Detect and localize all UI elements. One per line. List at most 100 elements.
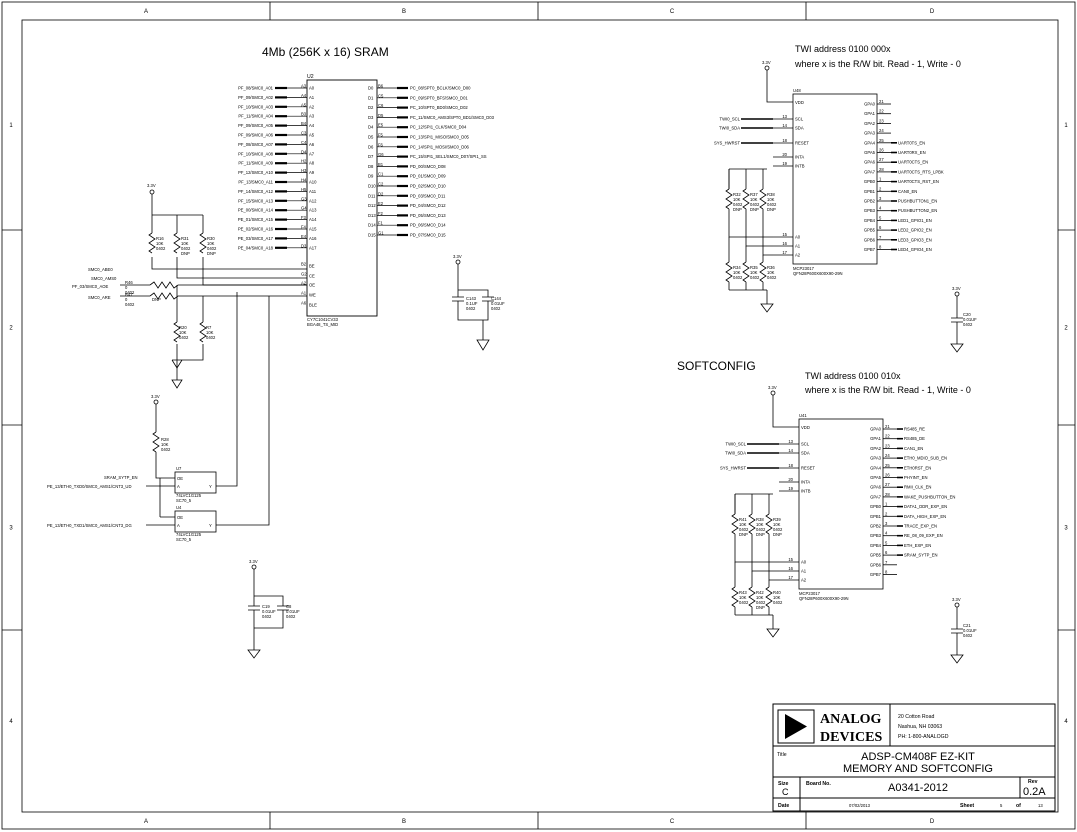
twi2-left-pin-num: 14	[788, 448, 793, 453]
twi1-right-pin-num: 22	[879, 109, 884, 114]
twi2-right-pin-num: 24	[885, 453, 890, 458]
address-line2: Nashua, NH 03063	[898, 724, 942, 730]
sram-addr-net: PF_11/SMC0_A09	[238, 161, 273, 166]
twi2-right-pin-name: GPB6	[870, 562, 882, 567]
sram-addr-ball: B3	[301, 112, 307, 117]
twi1-right-pin-name: GPA0	[864, 102, 876, 107]
u4-pkg: SC70_5	[176, 537, 192, 542]
twi2-left-pin-num: 15	[788, 557, 793, 562]
board-label: Board No.	[806, 781, 831, 787]
net-pf03-aoe: PF_03/SMC0_AOE	[72, 284, 109, 289]
twi1-pullup-note: DNP	[733, 207, 742, 212]
twi2-section: TWI address 0100 010x where x is the R/W…	[720, 371, 977, 664]
twi2-pulldown-ref: R40	[773, 590, 781, 595]
twi1-left-pin-name: A2	[795, 253, 801, 258]
r7-val: 10K	[206, 330, 214, 335]
sram-data-net: PD_01/SMC0_D09	[410, 174, 446, 179]
sram-addr-ball: G3	[301, 196, 307, 201]
twi2-right-net: DATA1_DDR_EXP_EN	[904, 504, 947, 509]
u7-ref: U7	[176, 466, 182, 471]
twi2-right-pin-name: GPA7	[870, 494, 882, 499]
r7-ref: R7	[206, 325, 212, 330]
of-label: of	[1016, 803, 1021, 809]
twi2-pullup-ref: R39	[773, 517, 781, 522]
net-smc0-abe0: SMC0_ABE0	[88, 267, 113, 272]
sram-addr-net: PF_09/SMC0_A02	[238, 95, 274, 100]
twi1-right-pin-name: GPA4	[864, 140, 876, 145]
twi2-pullup-note: DNP	[756, 532, 765, 537]
twi2-left-pin-num: 16	[788, 566, 793, 571]
twi1-right-pin-name: GPB3	[864, 208, 876, 213]
net-smc0-ams0: SMC0_AMS0	[91, 276, 117, 281]
board-value: A0341-2012	[888, 782, 948, 794]
sram-addr-ball: D4	[301, 149, 307, 154]
twi2-right-pin-num: 23	[885, 443, 890, 448]
twi1-right-net: LED4_GPIO4_EN	[898, 247, 932, 252]
twi1-pullup-pkg: 0402	[767, 202, 777, 207]
twi1-right-pin-name: GPA3	[864, 131, 876, 136]
twi1-right-pin-name: GPB7	[864, 247, 876, 252]
sram-data-pin-name: D8	[368, 164, 374, 169]
twi1-right-net: CAN0_EN	[898, 189, 917, 194]
u7-a-pin: A	[177, 484, 180, 489]
twi1-pulldown-val: 10K	[733, 270, 741, 275]
twi2-right-pin-name: GPA2	[870, 446, 882, 451]
twi1-pullup-ref: R38	[767, 192, 775, 197]
twi1-left-pin-name: INTB	[795, 164, 805, 169]
logo-devices: DEVICES	[820, 730, 882, 745]
twi1-title: TWI address 0100 000x	[795, 44, 891, 54]
twi2-right-net: CAN1_EN	[904, 446, 923, 451]
twi1-right-pin-num: 4	[879, 206, 882, 211]
sram-data-net: PD_05/SMC0_D13	[410, 213, 446, 218]
twi2-right-pin-name: GPB3	[870, 533, 882, 538]
twi1-left-pin-num: 14	[782, 123, 787, 128]
twi1-pullup-pkg: 0402	[750, 202, 760, 207]
twi1-right-pin-num: 26	[879, 148, 884, 153]
title-label: Title	[777, 752, 787, 758]
twi1-section: TWI address 0100 000x where x is the R/W…	[714, 44, 977, 353]
r31-pkg: 0402	[181, 246, 191, 251]
r47-ref: R47	[125, 292, 133, 297]
sram-ctrl-pin-name: OE	[309, 283, 315, 288]
twi2-right-pin-name: GPA0	[870, 427, 882, 432]
twi2-pullup-pkg: 0402	[756, 527, 766, 532]
twi1-left-pin-num: 20	[782, 152, 787, 157]
buffer-cap-supply: 3.3V	[249, 559, 258, 564]
sram-addr-pin-name: A13	[309, 208, 317, 213]
twi1-right-net: UART0CTS_EN	[898, 160, 928, 165]
u4-buffer	[174, 510, 217, 533]
u4-part: 74LVC1G125	[176, 532, 202, 537]
r30-note: DNP	[207, 251, 216, 256]
twi2-left-pin-num: 19	[788, 486, 793, 491]
twi1-left-pin-name: SCL	[795, 117, 804, 122]
twi2-left-pin-num: 13	[788, 439, 793, 444]
twi1-right-pin-name: GPA1	[864, 111, 876, 116]
sram-data-pin-name: D7	[368, 154, 374, 159]
twi1-right-net: PUSHBUTTON1_EN	[898, 199, 937, 204]
twi1-right-pin-num: 2	[879, 186, 882, 191]
rev-value: 0.2A	[1023, 786, 1046, 798]
twi2-right-pin-name: GPA4	[870, 465, 882, 470]
twi1-left-pin-name: RESET	[795, 141, 809, 146]
sram-ctrl-pin-name: BLE	[309, 303, 317, 308]
twi2-pkg: QFN28P600X600X90-29N	[799, 596, 849, 601]
twi1-right-pin-name: GPA5	[864, 150, 876, 155]
sram-decoupling-labels: 3.3V C143 0.1UF 0402 C144 0.01UF 0402	[453, 254, 505, 311]
twi1-right-pin-num: 24	[879, 128, 884, 133]
sram-data-pin-name: D9	[368, 174, 374, 179]
sram-addr-ball: H2	[301, 159, 307, 164]
twi1-left-pin-num: 19	[782, 161, 787, 166]
u7-oe-net: SRAM_SYTP_EN	[104, 475, 138, 480]
twi2-left-pin-num: 20	[788, 477, 793, 482]
twi2-left-pin-num: 17	[788, 575, 793, 580]
sram-ctrl-pin-name: WE	[309, 293, 316, 298]
twi1-pulldown-ref: R35	[750, 265, 758, 270]
twi2-title: TWI address 0100 010x	[805, 371, 901, 381]
sram-addr-net: PF_15/SMC0_A13	[238, 198, 274, 203]
c8-pkg: 0402	[286, 614, 296, 619]
twi1-right-pin-name: GPB0	[864, 179, 876, 184]
sram-addr-pin-name: A11	[309, 189, 317, 194]
twi2-right-net: RS485_RE	[904, 427, 925, 432]
twi2-right-pin-name: GPB4	[870, 543, 882, 548]
c143-ref: C143	[466, 296, 477, 301]
